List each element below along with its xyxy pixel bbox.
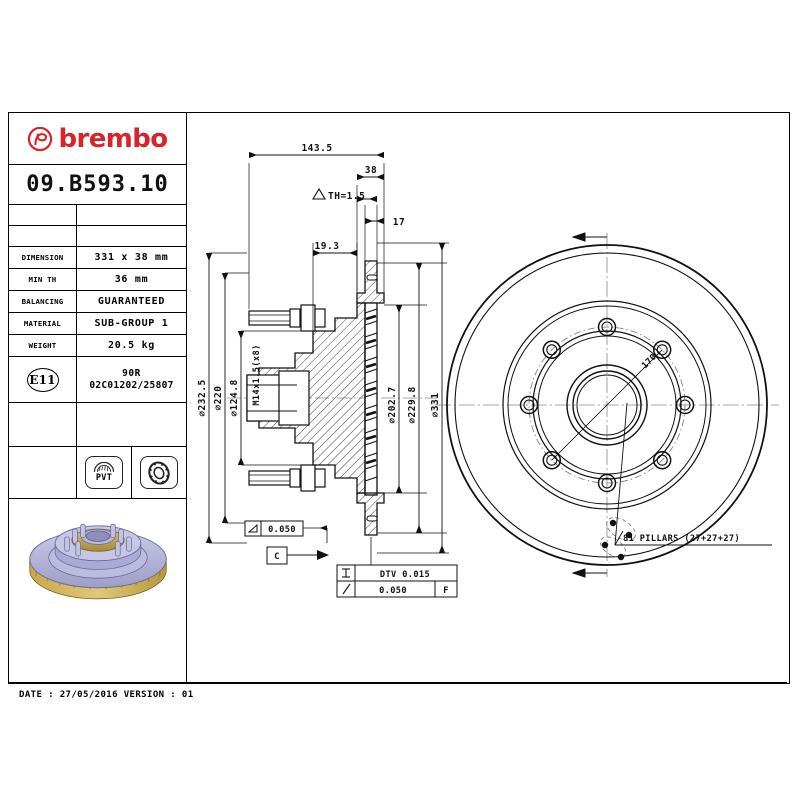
drawing-frame: brembo 09.B593.10 DIMENSION 331 x 38 mm …	[8, 112, 790, 700]
runout-callout: 0.050 F	[336, 580, 458, 598]
flatness-value: 0.050	[268, 525, 296, 535]
spec-label: DIMENSION	[9, 247, 77, 268]
dim-dia-229-8: ⌀229.8	[407, 386, 418, 423]
spec-label: MIN TH	[9, 269, 77, 290]
brand-name: brembo	[58, 123, 168, 154]
dim-hub-offset: 19.3	[315, 241, 340, 252]
spec-row-material: MATERIAL SUB-GROUP 1	[9, 313, 186, 335]
runout-value: 0.050	[379, 586, 407, 596]
dim-dia-220: ⌀220	[213, 386, 224, 411]
spec-row-balancing: BALANCING GUARANTEED	[9, 291, 186, 313]
disc-badge-cell	[132, 447, 186, 498]
spec-label: MATERIAL	[9, 313, 77, 334]
left-diameter-dims	[205, 252, 313, 544]
pillars-note: 81 PILLARS (27+27+27)	[623, 534, 740, 544]
spec-value: 20.5 kg	[107, 340, 156, 351]
homologation-line2: 02C01202/25807	[89, 379, 174, 391]
spacer-row-1	[9, 205, 186, 226]
spec-label: BALANCING	[9, 291, 77, 312]
cross-section-view	[227, 260, 437, 536]
dtv-value: DTV 0.015	[380, 570, 430, 580]
right-diameter-dims	[377, 242, 449, 554]
brake-disc-icon	[148, 460, 170, 485]
brembo-mark-icon	[28, 126, 53, 151]
pillars-leader	[614, 402, 628, 546]
spacer-row-3	[9, 403, 186, 447]
spec-value: 331 x 38 mm	[94, 252, 169, 263]
wheel-stud-lower	[248, 464, 326, 492]
spec-row-dimension: DIMENSION 331 x 38 mm	[9, 247, 186, 269]
dim-inner-offset: 17	[393, 217, 405, 228]
dim-overall-length: 143.5	[301, 143, 332, 154]
runout-datum: F	[443, 586, 449, 596]
brand-logo: brembo	[9, 113, 186, 165]
dim-dia-124-8: ⌀124.8	[229, 379, 240, 416]
spec-value: GUARANTEED	[97, 296, 166, 307]
pvt-badge-cell: PVT	[77, 447, 132, 498]
pillar-vane-icon	[93, 462, 115, 472]
homologation-row: E11 90R 02C01202/25807	[9, 357, 186, 403]
e11-approval-mark: E11	[26, 367, 59, 392]
disc-3d-view	[28, 523, 167, 599]
info-panel: brembo 09.B593.10 DIMENSION 331 x 38 mm …	[9, 113, 187, 682]
datum-c-label: C	[274, 552, 280, 562]
dim-disc-thickness: 38	[365, 165, 377, 176]
pvt-label: PVT	[95, 473, 113, 483]
dim-dia-232-5: ⌀232.5	[197, 379, 208, 416]
dim-th-tolerance: TH=1.5	[328, 191, 365, 202]
wheel-stud-upper	[248, 304, 326, 332]
datum-c-callout: C	[266, 546, 329, 565]
date-bar: DATE : 27/05/2016 VERSION : 01	[9, 682, 787, 706]
spec-value: 36 mm	[114, 274, 149, 285]
note-thread-spec: M14x1.5(x8)	[252, 344, 262, 405]
face-view: 170	[435, 232, 779, 578]
spec-row-weight: WEIGHT 20.5 kg	[9, 335, 186, 357]
part-number-row: 09.B593.10	[9, 165, 186, 205]
spec-row-min-th: MIN TH 36 mm	[9, 269, 186, 291]
disc-badge	[140, 456, 178, 489]
date-version-text: DATE : 27/05/2016 VERSION : 01	[19, 689, 194, 700]
spec-value: SUB-GROUP 1	[94, 318, 169, 329]
dtv-callout: DTV 0.015	[336, 564, 458, 582]
part-number: 09.B593.10	[26, 172, 169, 197]
dim-dia-202-7: ⌀202.7	[387, 386, 398, 423]
pillars-note-group: 81 PILLARS (27+27+27)	[614, 530, 772, 546]
spec-label: WEIGHT	[9, 335, 77, 356]
homologation-line1: 90R	[122, 367, 141, 379]
badges-row: PVT	[9, 447, 186, 499]
flatness-callout: 0.050	[244, 520, 328, 543]
dim-th-tolerance-group: TH=1.5	[312, 187, 365, 202]
pvt-badge: PVT	[85, 456, 123, 489]
drawing-area: 143.5 38 TH=1.5 17 19.3 M14x1.5(x8)	[187, 113, 787, 682]
technical-drawing: 143.5 38 TH=1.5 17 19.3 M14x1.5(x8)	[197, 143, 779, 598]
spacer-row-2	[9, 226, 186, 247]
product-render	[9, 499, 186, 604]
top-dimensions	[248, 151, 385, 331]
